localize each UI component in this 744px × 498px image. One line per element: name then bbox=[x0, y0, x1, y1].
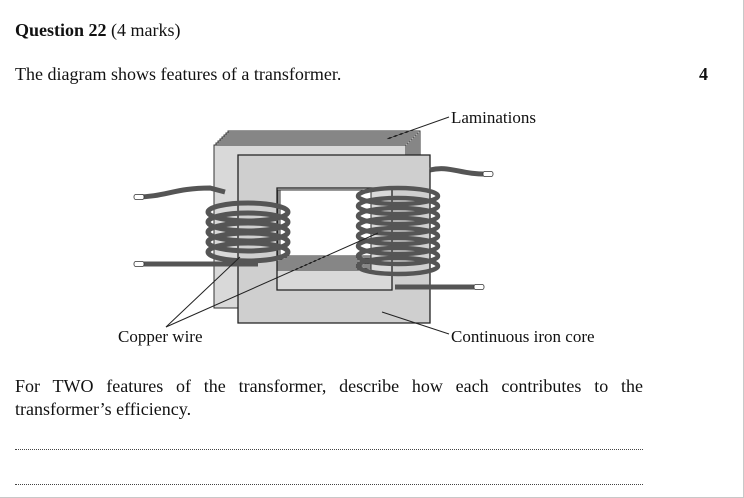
question-marks: (4 marks) bbox=[111, 20, 181, 40]
label-laminations: Laminations bbox=[451, 108, 536, 127]
marks-margin: 4 bbox=[699, 64, 708, 84]
question-heading: Question 22 (4 marks) bbox=[15, 20, 181, 41]
transformer-diagram: Laminations Copper wire Continuous iron … bbox=[118, 108, 595, 346]
left-coil bbox=[135, 185, 291, 267]
answer-line[interactable] bbox=[15, 449, 643, 450]
right-coil bbox=[355, 166, 491, 290]
task-line-1: For TWO features of the transformer, des… bbox=[15, 376, 643, 396]
label-copper-wire: Copper wire bbox=[118, 327, 203, 346]
answer-line[interactable] bbox=[15, 484, 643, 485]
question-number: Question 22 bbox=[15, 20, 107, 40]
task-line-2: transformer’s efficiency. bbox=[15, 399, 192, 419]
task-instruction: For TWO features of the transformer, des… bbox=[15, 375, 643, 421]
question-intro: The diagram shows features of a transfor… bbox=[15, 64, 342, 84]
leader-lines bbox=[165, 116, 450, 335]
label-iron-core: Continuous iron core bbox=[451, 327, 595, 346]
